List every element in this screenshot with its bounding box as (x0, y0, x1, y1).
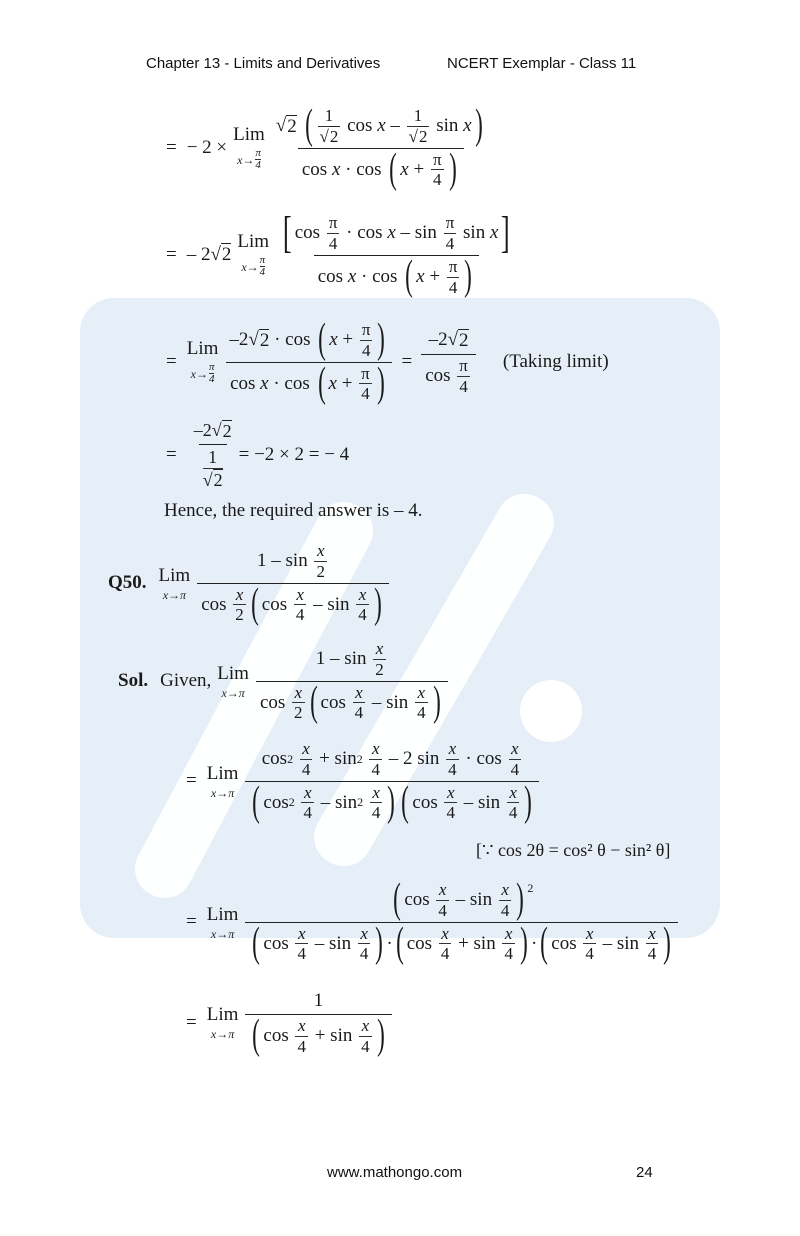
lim-word: Lim (206, 1004, 239, 1025)
step-4: = –2√2 1√2 = −2 × 2 = − 4 (166, 419, 350, 490)
book-title: NCERT Exemplar - Class 11 (447, 55, 637, 72)
watermark-dot (520, 680, 582, 742)
numerator: √2 ( 1√2 cos x – 1√2 sin x ) (275, 102, 483, 149)
lim-word: Lim (217, 662, 249, 684)
limit-operator: Lim x→π (207, 905, 239, 940)
limit-subscript: x→π (221, 685, 245, 700)
equals-sign: = (186, 911, 197, 932)
limit-operator: Lim x→π (217, 664, 249, 699)
lim-word: Lim (233, 124, 265, 145)
numerator: 1 (313, 989, 324, 1011)
equals-sign: = (186, 770, 197, 791)
lim-word: Lim (237, 231, 270, 252)
given-text: Given, (160, 670, 212, 691)
solution-label: Sol. (118, 670, 149, 691)
lim-word: Lim (158, 564, 191, 586)
chapter-title: Chapter 13 - Limits and Derivatives (146, 55, 381, 72)
limit-operator: Lim x→π (207, 764, 239, 799)
equals-sign: = (166, 137, 177, 158)
step-4-result: = −2 × 2 = − 4 (238, 444, 350, 465)
limit-subscript: x→π (162, 587, 187, 602)
fraction: –2√2 1√2 (193, 419, 232, 490)
question-label: Q50. (108, 572, 147, 593)
lim-word: Lim (186, 338, 219, 359)
limit-subscript: x→π (210, 1027, 235, 1041)
limit-operator: Lim x→π (159, 566, 191, 601)
identity-note: [∵ cos 2θ = cos² θ − sin² θ] (476, 840, 671, 860)
limit-subscript: x→π (210, 785, 235, 800)
taking-limit-note: (Taking limit) (502, 351, 609, 372)
coefficient: – 2√2 (186, 243, 232, 265)
fraction: √2 ( 1√2 cos x – 1√2 sin x ) cos x · cos… (272, 102, 490, 190)
lim-word: Lim (206, 762, 239, 784)
lim-word: Lim (206, 903, 239, 925)
conclusion-text: Hence, the required answer is – 4. (164, 500, 423, 521)
limit-subscript: x→π (210, 926, 235, 941)
equals-sign: = (166, 244, 177, 265)
equals-sign: = (186, 1011, 197, 1033)
page-number: 24 (636, 1164, 653, 1181)
limit-operator: Lim x→π (207, 1005, 239, 1040)
footer-website: www.mathongo.com (327, 1164, 463, 1181)
coefficient: − 2 × (186, 137, 228, 158)
equals-sign: = (166, 351, 177, 372)
